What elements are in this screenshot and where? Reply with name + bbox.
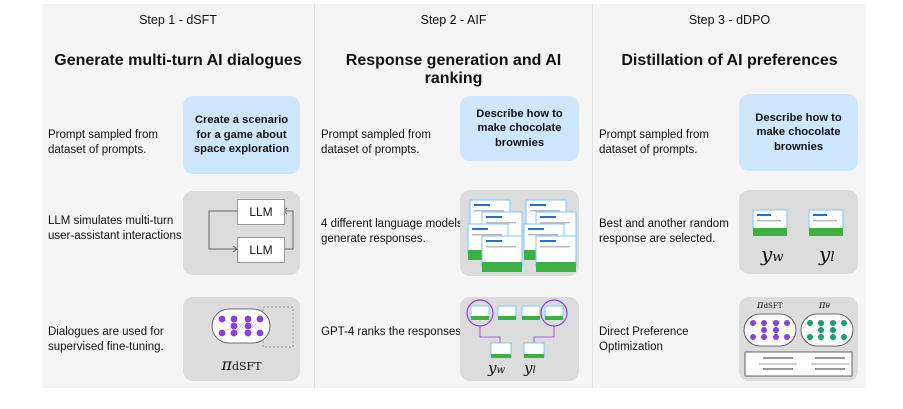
row-desc-dpo: Direct Preference Optimization (599, 326, 689, 353)
prompt-card: Describe how to make chocolate brownies (739, 94, 858, 171)
step-label: Step 1 - dSFT (139, 13, 217, 27)
neural-network-icon (743, 313, 854, 377)
preferred-response-label: yw (761, 242, 784, 266)
panel-title: Generate multi-turn AI dialogues (54, 52, 302, 69)
llm-loop-card: LLM LLM (183, 191, 300, 275)
llm-box-assistant: LLM (237, 237, 285, 263)
dpo-card: πdSFT πθ (739, 297, 858, 381)
preferred-response-label: yw (488, 359, 506, 377)
prompt-card: Create a scenario for a game about space… (183, 96, 300, 174)
rejected-response-label: yl (819, 242, 835, 266)
selected-responses-card: yw yl (739, 190, 858, 274)
policy-dsft-label: πdSFT (221, 355, 262, 374)
ranking-card: yw yl (460, 297, 579, 381)
dsft-model-card: πdSFT (183, 297, 300, 381)
panel-aif: Step 2 - AIF Response generation and AI … (315, 4, 592, 388)
step-label: Step 2 - AIF (420, 13, 487, 27)
panel-divider (592, 4, 593, 388)
row-desc-generate: 4 different language models generate res… (321, 218, 463, 245)
row-desc-prompt: Prompt sampled from dataset of prompts. (321, 129, 431, 156)
row-desc-select: Best and another random response are sel… (599, 218, 729, 245)
row-desc-finetune: Dialogues are used for supervised fine-t… (48, 326, 164, 353)
panel-divider (314, 4, 315, 388)
row-desc-prompt: Prompt sampled from dataset of prompts. (599, 129, 709, 156)
loop-arrows-icon (208, 207, 294, 253)
response-card-icon (752, 209, 844, 236)
neural-network-icon (211, 306, 294, 348)
rejected-response-label: yl (524, 359, 536, 377)
policy-dsft-label: πdSFT (757, 300, 783, 311)
policy-theta-label: πθ (819, 300, 830, 311)
responses-card (460, 190, 579, 276)
step-label: Step 3 - dDPO (688, 13, 771, 27)
prompt-card: Describe how to make chocolate brownies (460, 96, 579, 161)
row-desc-prompt: Prompt sampled from dataset of prompts. (48, 129, 158, 156)
panel-title: Distillation of AI preferences (621, 52, 838, 69)
ranking-arrows-icon (466, 299, 568, 358)
llm-box-user: LLM (237, 199, 285, 225)
panel-ddpo: Step 3 - dDPO Distillation of AI prefere… (593, 4, 866, 388)
panel-title: Response generation and AI ranking (345, 52, 562, 87)
row-desc-rank: GPT-4 ranks the responses. (321, 326, 465, 338)
row-desc-simulate: LLM simulates multi-turn user-assistant … (48, 215, 185, 242)
response-card-icon (467, 199, 577, 272)
panel-dsft: Step 1 - dSFT Generate multi-turn AI dia… (42, 4, 314, 388)
